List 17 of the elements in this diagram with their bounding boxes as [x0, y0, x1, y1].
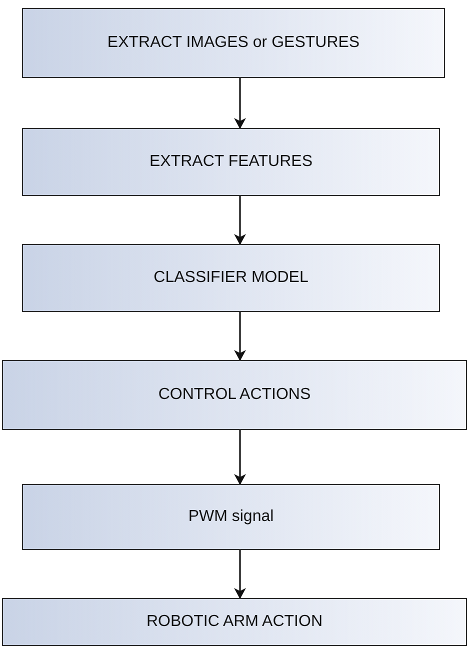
box-label: EXTRACT IMAGES or GESTURES	[107, 34, 360, 52]
box-label: EXTRACT FEATURES	[150, 153, 312, 171]
arrow	[234, 312, 246, 361]
process-box	[22, 484, 440, 550]
arrow	[234, 550, 246, 599]
process-box	[22, 128, 440, 196]
process-box	[22, 244, 440, 312]
process-box	[2, 598, 467, 646]
arrow	[234, 78, 246, 129]
arrow	[234, 196, 246, 245]
box-label: PWM signal	[188, 508, 274, 526]
process-box	[2, 360, 467, 430]
box-label: ROBOTIC ARM ACTION	[146, 613, 322, 631]
box-label: CONTROL ACTIONS	[158, 386, 311, 404]
process-box	[22, 8, 445, 78]
arrow	[234, 430, 246, 485]
box-label: CLASSIFIER MODEL	[154, 269, 308, 287]
